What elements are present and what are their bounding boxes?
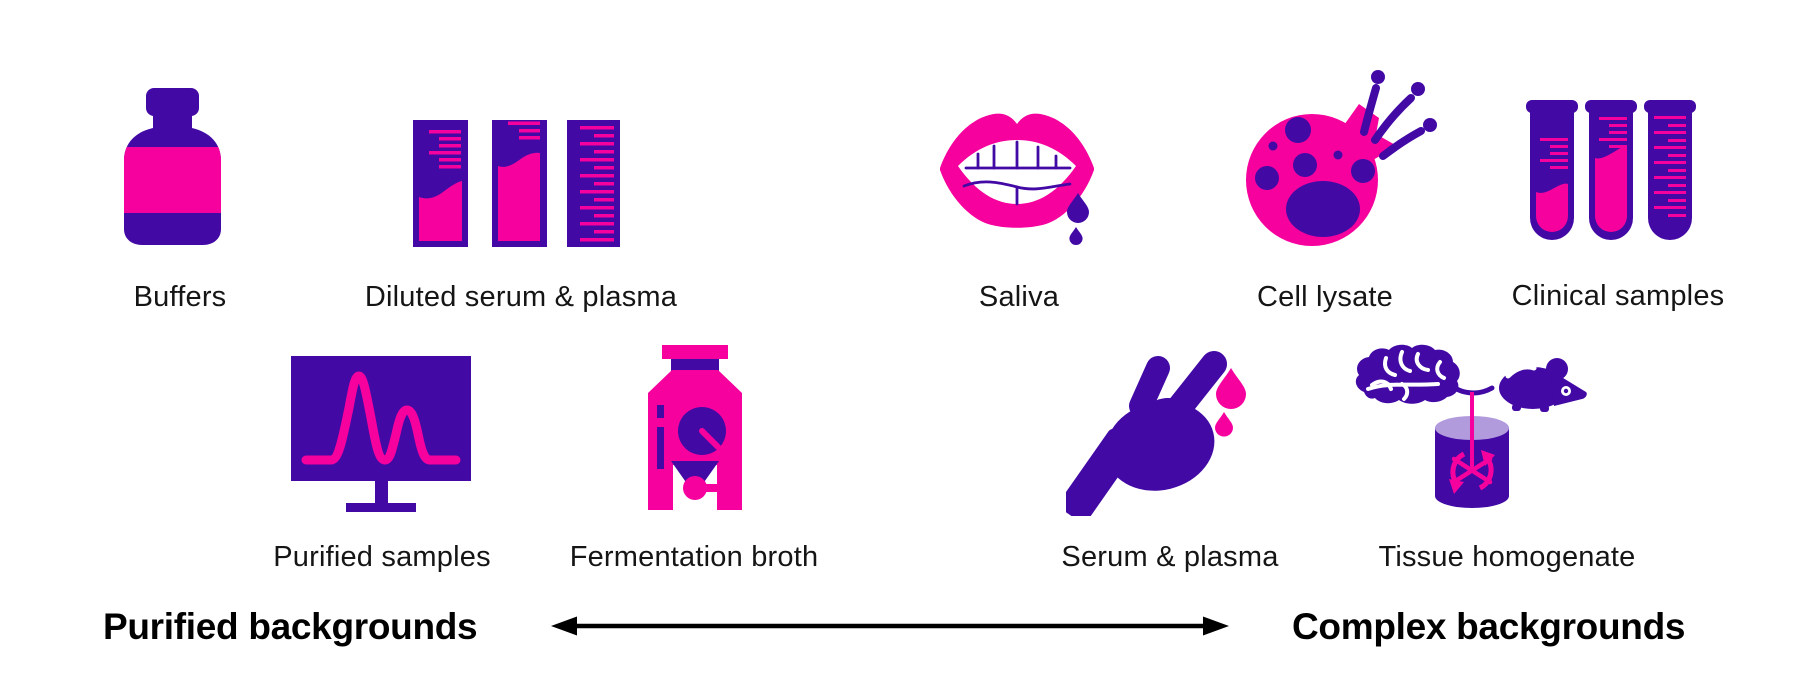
fermenter-tank-icon	[648, 345, 742, 510]
item-label: Cell lysate	[1257, 281, 1393, 313]
item-label: Tissue homogenate	[1378, 541, 1636, 573]
hand-with-drops-icon	[1066, 351, 1246, 516]
tissue-homogenizer-icon	[1355, 344, 1587, 508]
item-label: Diluted serum & plasma	[364, 281, 678, 313]
item-label: Purified samples	[273, 541, 491, 573]
item-label: Fermentation broth	[569, 541, 819, 573]
item-label: Clinical samples	[1511, 280, 1725, 312]
lysed-cell-icon	[1246, 70, 1437, 246]
double-headed-arrow	[551, 616, 1229, 636]
axis-left-label: Purified backgrounds	[103, 606, 478, 647]
reagent-bottle-icon	[124, 88, 221, 245]
item-label: Buffers	[133, 281, 227, 313]
item-label: Serum & plasma	[1061, 541, 1279, 573]
test-tubes-icon	[1526, 100, 1696, 240]
graduated-cylinders-icon	[413, 120, 620, 247]
mouth-with-drop-icon	[940, 113, 1094, 245]
chromatogram-monitor-icon	[291, 356, 471, 512]
axis-right-label: Complex backgrounds	[1292, 606, 1686, 647]
item-label: Saliva	[978, 281, 1060, 313]
